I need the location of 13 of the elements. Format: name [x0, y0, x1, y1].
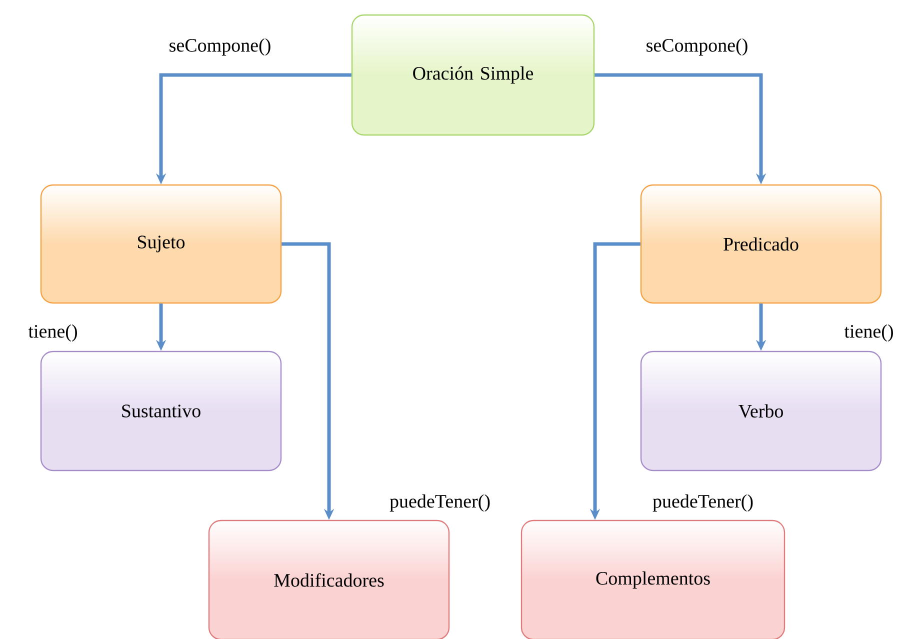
process-box: Modificadores	[208, 520, 450, 639]
edge-label: seCompone()	[168, 37, 272, 57]
process-box: Predicado	[640, 184, 882, 304]
process-box: Sujeto	[40, 184, 282, 304]
process-box: Verbo	[640, 350, 882, 472]
edge-label: puedeTener()	[388, 493, 492, 513]
process-box: Sustantivo	[40, 350, 282, 472]
process-box: Complementos	[520, 520, 786, 639]
edge-label: seCompone()	[644, 37, 750, 57]
edge-label: puedeTener()	[652, 493, 754, 513]
edge-label: tiene()	[843, 323, 895, 343]
process-box: Oración Simple	[351, 14, 595, 136]
edge-label: tiene()	[27, 323, 79, 343]
